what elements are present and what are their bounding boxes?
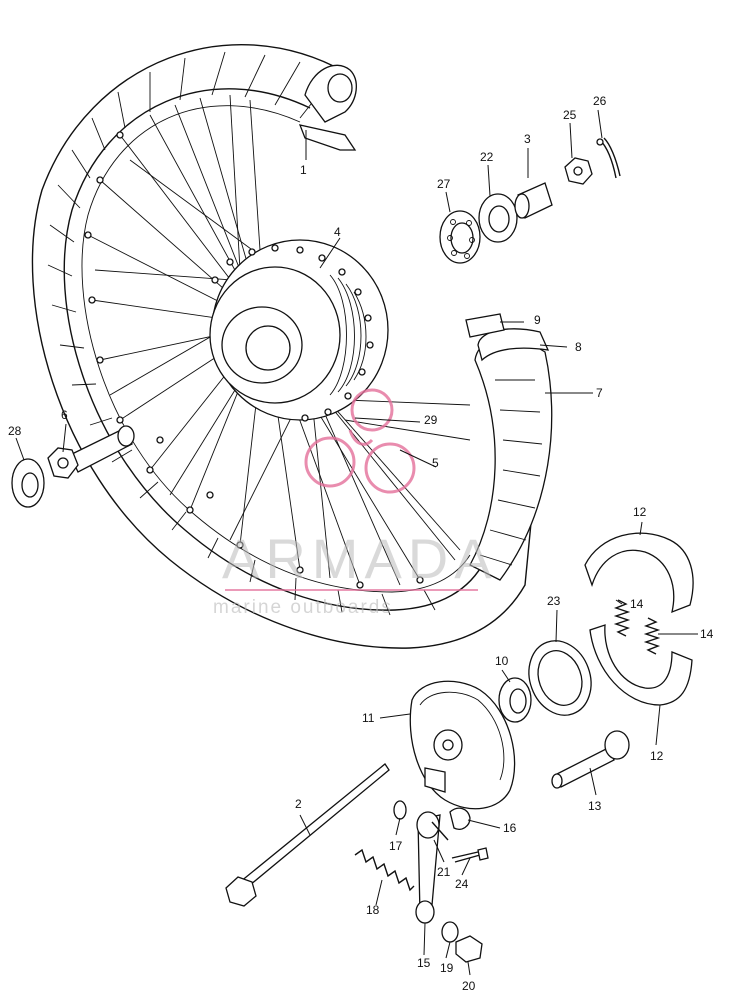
callout-21: 21 [437, 865, 451, 879]
brake-side-seal-bearing [498, 640, 592, 723]
seal-part-22-inner [488, 205, 510, 233]
brake-panel-boss-hole [442, 739, 454, 751]
callout-24: 24 [455, 877, 469, 891]
clip-part-16 [449, 807, 471, 830]
callout-28: 28 [8, 424, 22, 438]
bearing-part-10-inner [509, 688, 527, 714]
bearing-part-27-inner [450, 222, 474, 254]
axle-head [225, 876, 257, 907]
watermark-tagline: marine outboards [213, 597, 393, 618]
tire-cutaway-tube [327, 73, 353, 103]
brake-arm-bottom [415, 900, 435, 924]
callout-27: 27 [437, 177, 451, 191]
brake-panel-part-11 [409, 680, 516, 810]
hub-bore-inner [245, 325, 291, 371]
callout-2: 2 [295, 797, 302, 811]
cotter-pin-part-26-eye [596, 138, 604, 146]
callout-29: 29 [424, 413, 438, 427]
tire-outer-edge [31, 43, 541, 649]
bolt-part-24 [451, 851, 481, 863]
brake-cam-end [551, 773, 563, 789]
callout-11: 11 [362, 711, 375, 725]
callout-17: 17 [389, 839, 403, 853]
nut-part-20 [455, 935, 483, 963]
rim-band-part-9 [465, 313, 505, 338]
nut-part-25-hole [573, 166, 583, 176]
callout-13: 13 [588, 799, 602, 813]
callout-16: 16 [503, 821, 517, 835]
callout-22: 22 [480, 150, 494, 164]
callout-labels: 1 2 3 4 5 6 7 8 9 10 11 12 12 13 14 14 1… [8, 94, 714, 993]
callout-14-left: 14 [630, 597, 644, 611]
wheel-assembly [31, 43, 541, 649]
brake-shoe-upper-part-12 [584, 532, 694, 614]
brake-spring-right-part-14 [643, 617, 661, 655]
callout-12-lower: 12 [650, 749, 664, 763]
rim-edge [81, 105, 471, 593]
nut-part-6-hole [57, 457, 69, 469]
watermark-brand: ARMADA [222, 527, 498, 590]
bearing-part-28-inner [21, 472, 39, 498]
brake-arm-top [416, 811, 440, 839]
callout-19: 19 [440, 961, 454, 975]
washer-part-17 [393, 800, 407, 820]
callout-20: 20 [462, 979, 476, 993]
hub-cooling-fins [329, 274, 367, 396]
tire-inner-edge [63, 88, 486, 611]
callout-3: 3 [524, 132, 531, 146]
axle-shaft [239, 763, 390, 892]
callout-5: 5 [432, 456, 439, 470]
callout-1: 1 [300, 163, 307, 177]
callout-15: 15 [417, 956, 431, 970]
callout-26: 26 [593, 94, 607, 108]
callout-12-upper: 12 [633, 505, 647, 519]
brake-linkage [354, 800, 489, 963]
callout-4: 4 [334, 225, 341, 239]
collar-part-3-end [514, 193, 530, 219]
brake-cam-part-13 [551, 730, 630, 789]
callout-25: 25 [563, 108, 577, 122]
spring-part-18 [354, 848, 415, 892]
left-axle-side [11, 425, 135, 508]
rim-band [298, 124, 357, 151]
callout-9: 9 [534, 313, 541, 327]
brake-shoe-lower-part-12 [589, 624, 693, 706]
callout-10: 10 [495, 654, 509, 668]
callout-8: 8 [575, 340, 582, 354]
watermark-emblem [304, 388, 416, 494]
tire-part-7-tread [479, 379, 543, 566]
callout-23: 23 [547, 594, 561, 608]
brake-cam-shaft [554, 747, 615, 788]
callout-7: 7 [596, 386, 603, 400]
axle-collar [117, 425, 135, 447]
callout-14-right: 14 [700, 627, 714, 641]
bearing-part-27-balls [447, 219, 475, 259]
hub-spoke-holes [211, 244, 374, 422]
callout-6: 6 [61, 408, 68, 422]
brake-panel-rim [419, 691, 505, 781]
watermark: ARMADA marine outboards [213, 388, 498, 618]
pin-part-21 [431, 821, 449, 841]
leader-lines [15, 109, 698, 976]
callout-18: 18 [366, 903, 380, 917]
seal-part-23-inner [537, 650, 583, 706]
spoke-nipples [84, 131, 424, 589]
brake-cam-head [604, 730, 630, 760]
axle-part-2 [225, 763, 390, 907]
bolt-part-24-head [477, 847, 489, 861]
washer-part-19 [441, 921, 459, 943]
brake-spring-left-part-14 [613, 599, 631, 637]
tire-section-exploded [465, 313, 553, 581]
top-right-parts [439, 137, 621, 264]
wheel-hub [209, 239, 389, 422]
brake-panel-lever-mount [424, 767, 446, 793]
brake-shoes [584, 532, 694, 706]
